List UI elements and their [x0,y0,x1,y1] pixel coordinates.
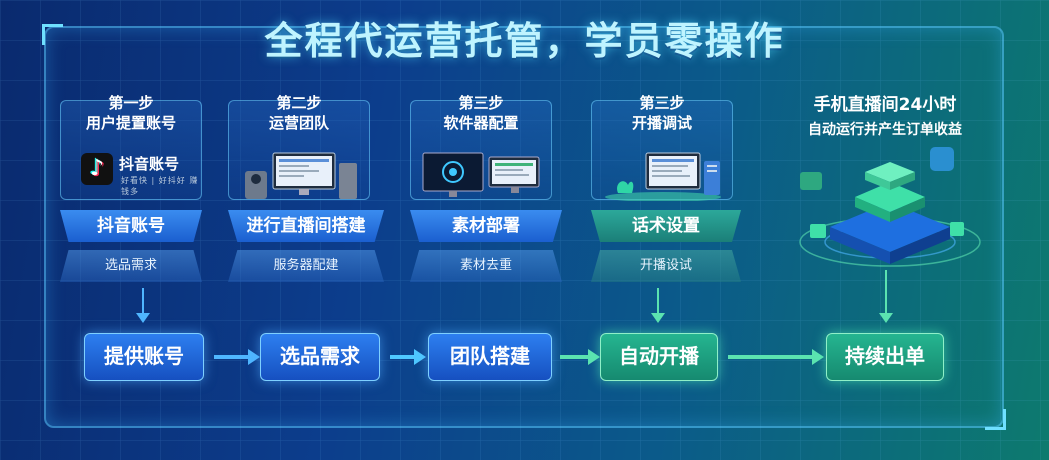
douyin-logo-icon: ♪ [81,153,113,185]
down-arrow-icon [879,313,893,323]
card-step-label: 第三步 [639,94,685,112]
card-step-label: 第一步 [108,94,154,112]
card-step-name: 运营团队 [268,114,329,132]
ribbon-2: 进行直播间搭建 [228,210,384,242]
card-step-3: 第三步 软件器配置 [410,94,552,200]
flow-step-3: 团队搭建 [428,333,552,381]
ribbon-3: 素材部署 [410,210,562,242]
sub-1: 选品需求 [60,250,202,282]
ribbon-1: 抖音账号 [60,210,202,242]
right-caption-line1: 手机直播间24小时 [813,95,957,115]
right-arrow-icon [728,349,824,365]
douyin-name: 抖音账号 [119,155,180,173]
page-title: 全程代运营托管，学员零操作 [264,19,785,63]
right-caption-line2: 自动运行并产生订单收益 [808,122,962,138]
sub-3: 素材去重 [410,250,562,282]
card-step-label: 第二步 [276,94,322,112]
right-arrow-icon [390,349,426,365]
card-step-4: 第三步 开播调试 [591,94,733,201]
flow-step-4: 自动开播 [600,333,718,381]
ribbon-4: 话术设置 [591,210,741,242]
right-caption: 手机直播间24小时 自动运行并产生订单收益 [780,90,990,139]
platform-cube-icon [799,147,981,267]
card-step-label: 第三步 [458,94,504,112]
flow-step-1: 提供账号 [84,333,204,381]
card-step-name: 用户提置账号 [85,114,176,132]
down-arrow-icon [651,313,665,323]
dual-monitor-icon [422,152,540,197]
sub-4: 开播设试 [591,250,741,282]
server-desktop-icon [245,152,357,199]
card-step-1: 第一步 用户提置账号 ♪ 抖音账号 好看快 | 好抖好 赚钱多 [60,94,202,200]
right-arrow-icon [214,349,260,365]
down-arrow-line-1 [142,288,144,314]
card-step-2: 第二步 运营团队 [228,94,370,200]
right-arrow-icon [560,349,600,365]
douyin-sub: 好看快 | 好抖好 赚钱多 [121,176,199,196]
main-frame [42,24,1006,430]
down-arrow-icon [136,313,150,323]
card-step-name: 软件器配置 [443,114,519,132]
card-step-name: 开播调试 [631,114,692,132]
monitor-server-icon [605,152,721,201]
sub-2: 服务器配建 [228,250,384,282]
down-arrow-line-4 [657,288,659,314]
down-arrow-line-5 [885,270,887,314]
flow-step-5: 持续出单 [826,333,944,381]
flow-step-2: 选品需求 [260,333,380,381]
